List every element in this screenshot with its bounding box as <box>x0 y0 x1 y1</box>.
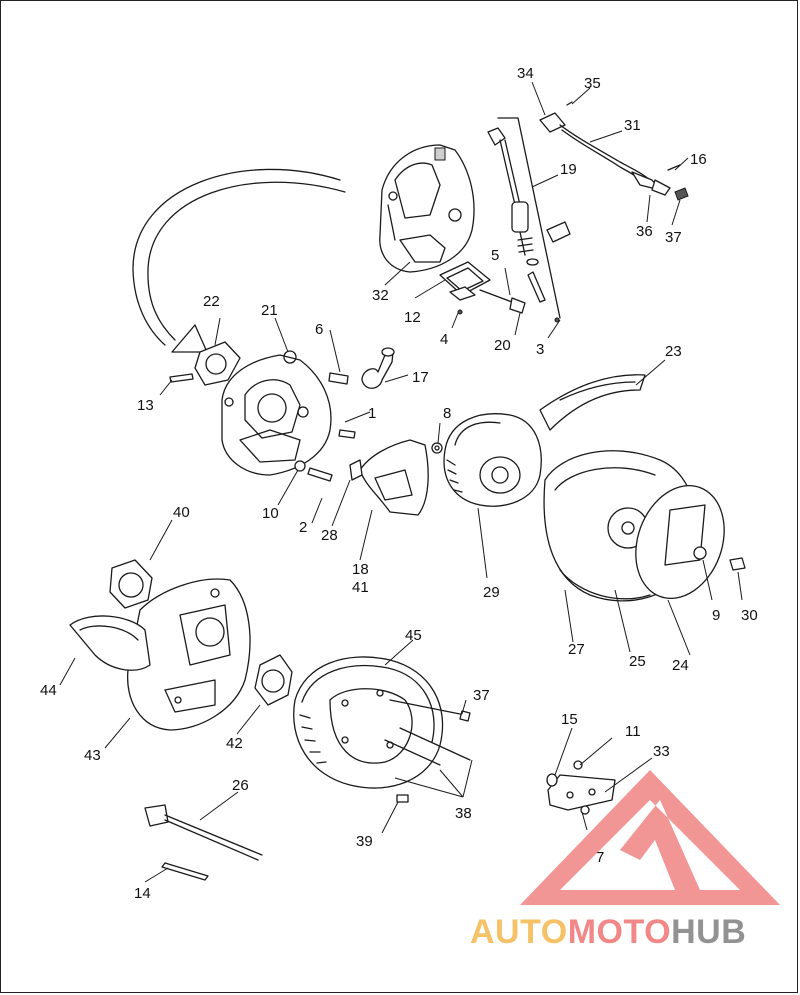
callout-31: 31 <box>624 117 641 134</box>
gasket-part-42 <box>254 654 293 706</box>
callout-42: 42 <box>226 735 243 752</box>
watermark-moto: MOTO <box>568 913 671 951</box>
callout-22: 22 <box>203 293 220 310</box>
callout-23: 23 <box>665 343 682 360</box>
callout-40: 40 <box>173 504 190 521</box>
callout-12: 12 <box>404 309 421 326</box>
callout-44: 44 <box>40 682 57 699</box>
callout-14: 14 <box>134 885 151 902</box>
callout-43: 43 <box>84 747 101 764</box>
triangle-logo-icon <box>520 770 780 905</box>
callout-4: 4 <box>440 331 448 348</box>
callout-7: 7 <box>596 849 604 866</box>
callout-16: 16 <box>690 151 707 168</box>
bolts-lower <box>384 699 471 803</box>
callout-33: 33 <box>653 743 670 760</box>
callout-26: 26 <box>232 777 249 794</box>
callout-10: 10 <box>262 505 279 522</box>
callout-2: 2 <box>299 519 307 536</box>
callout-5: 5 <box>491 247 499 264</box>
callout-11: 11 <box>625 723 641 740</box>
callout-8: 8 <box>443 405 451 422</box>
callout-24: 24 <box>672 657 689 674</box>
callout-28: 28 <box>321 527 338 544</box>
callout-labels: 1 2 3 4 5 6 7 8 9 10 11 12 13 14 15 16 1… <box>40 65 758 902</box>
assembly-arrow <box>132 168 346 353</box>
callout-38: 38 <box>455 805 472 822</box>
callout-21: 21 <box>261 302 278 319</box>
backplate-lower <box>69 578 251 731</box>
breather-tube-part-17 <box>361 347 395 389</box>
callout-37-lower: 37 <box>473 687 490 704</box>
trim-part-23 <box>539 374 646 431</box>
svg-text:AUTOMOTOHUB: AUTOMOTOHUB <box>470 913 746 951</box>
screws <box>307 372 356 482</box>
callout-6: 6 <box>315 321 323 338</box>
watermark-auto: AUTO <box>470 913 568 951</box>
rain-sock-plate <box>349 439 429 516</box>
callout-45: 45 <box>405 627 422 644</box>
callout-29: 29 <box>483 584 500 601</box>
callout-36: 36 <box>636 223 653 240</box>
washer-part-8 <box>431 442 443 454</box>
bracket-part-12 <box>439 261 491 315</box>
callout-35: 35 <box>584 75 601 92</box>
callout-3: 3 <box>536 341 544 358</box>
callout-13: 13 <box>137 397 154 414</box>
watermark-logo: AUTOMOTOHUB <box>470 770 780 951</box>
backplate-main <box>221 350 332 476</box>
filter-element-part-45 <box>293 656 444 789</box>
leader-lines <box>59 81 743 883</box>
callout-34: 34 <box>517 65 534 82</box>
cover-insert-part-24 <box>635 484 725 600</box>
callout-9: 9 <box>712 607 720 624</box>
wiring-harness <box>539 101 689 201</box>
backplate-upper <box>379 144 475 273</box>
gasket-part-40 <box>109 559 153 609</box>
watermark-hub: HUB <box>671 913 746 951</box>
callout-37-upper: 37 <box>665 229 682 246</box>
choke-cable-assembly <box>479 117 571 323</box>
callout-27: 27 <box>568 641 585 658</box>
callout-17: 17 <box>412 369 429 386</box>
support-bracket <box>546 760 616 815</box>
callout-19: 19 <box>560 161 577 178</box>
callout-41: 41 <box>352 579 369 596</box>
callout-39: 39 <box>356 833 373 850</box>
callout-18: 18 <box>352 561 369 578</box>
callout-32: 32 <box>372 287 389 304</box>
breather-bolt-part-26 <box>144 804 263 881</box>
callout-20: 20 <box>494 337 511 354</box>
filter-element-part-29 <box>443 413 542 507</box>
cover-screw-part-30 <box>729 557 746 571</box>
callout-25: 25 <box>629 653 646 670</box>
callout-30: 30 <box>741 607 758 624</box>
gasket-part-22 <box>169 341 241 386</box>
callout-15: 15 <box>561 711 578 728</box>
callout-1: 1 <box>368 405 376 422</box>
